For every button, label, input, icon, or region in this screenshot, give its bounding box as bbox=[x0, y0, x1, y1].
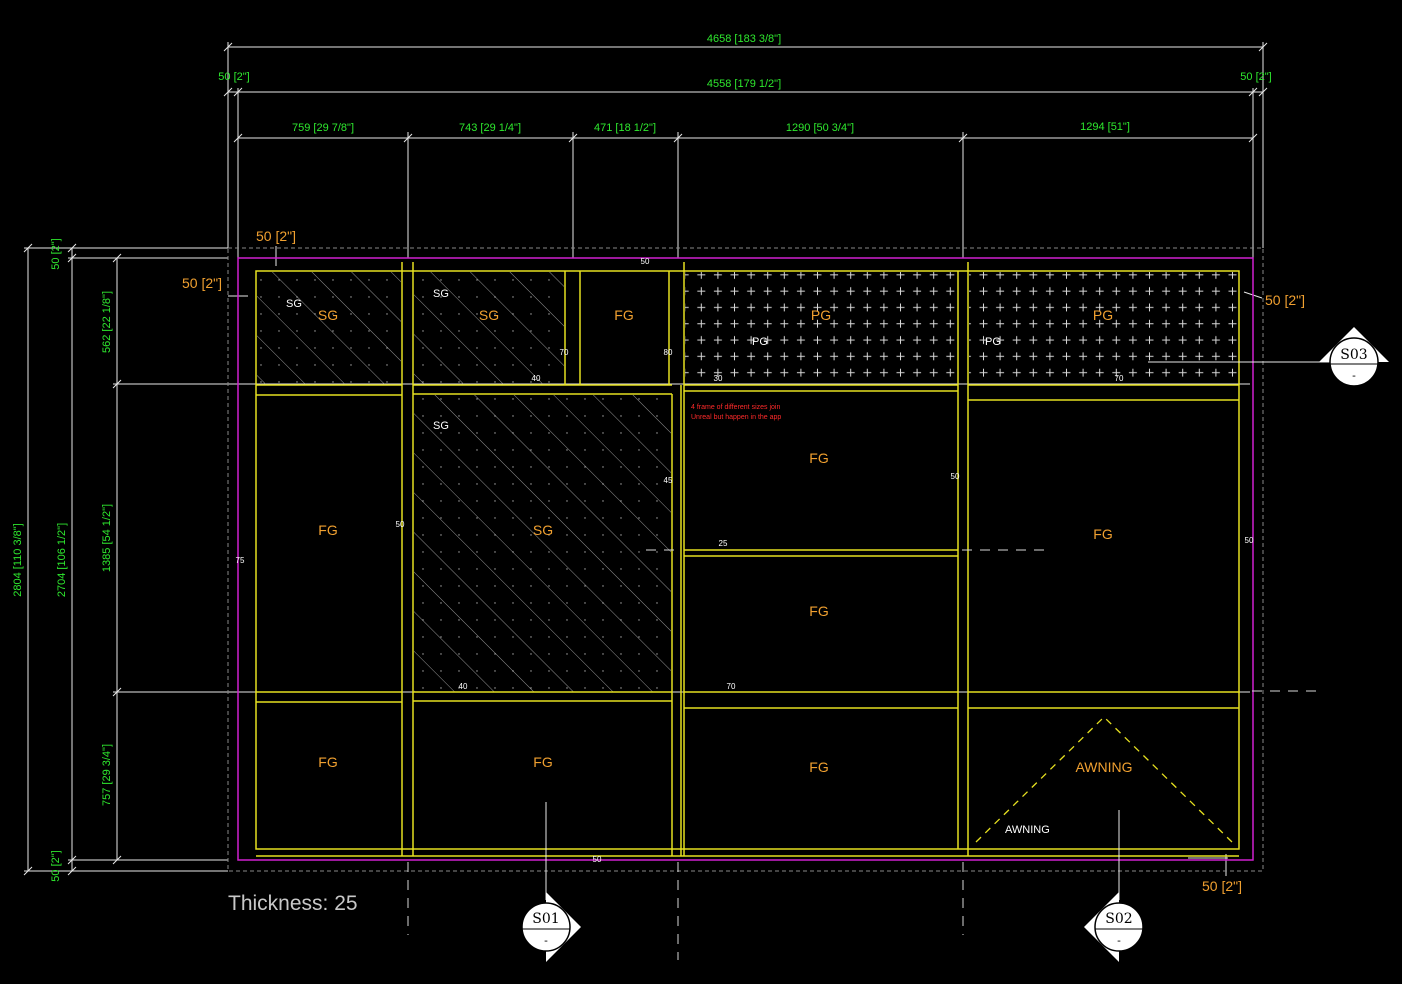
section-tag-s01[interactable]: S01 - bbox=[521, 892, 581, 962]
pane-label-r3c1: FG bbox=[318, 754, 337, 770]
frame-size-bottom: 50 bbox=[593, 855, 602, 864]
frame-size-r2c1-right: 50 bbox=[396, 520, 405, 529]
pane-label-r1c4: PG bbox=[811, 307, 831, 323]
frame-size-left: 75 bbox=[236, 556, 245, 565]
section-tag-s03[interactable]: S03 - bbox=[1319, 327, 1389, 387]
frame-size-r2-bot: 70 bbox=[727, 682, 736, 691]
pane-label-r1c1: SG bbox=[318, 307, 338, 323]
col2-dim: 743 [29 1/4"] bbox=[459, 122, 521, 134]
section-tag-s02[interactable]: S02 - bbox=[1084, 892, 1144, 962]
section-tag-s01-id: S01 bbox=[532, 911, 559, 927]
frame-size-r2c2-right: 45 bbox=[664, 476, 673, 485]
frame-size-right: 50 bbox=[1245, 536, 1254, 545]
frame-size-labels: 50 70 40 80 30 70 45 50 25 40 70 75 50 5… bbox=[236, 257, 1254, 864]
frame-members bbox=[255, 262, 1240, 857]
sub-labels: SG SG PG PG SG AWNING bbox=[286, 288, 1050, 836]
pane-label-r2c2: SG bbox=[533, 522, 553, 538]
outer-dashed-outline bbox=[227, 247, 1264, 872]
section-lines bbox=[407, 361, 1330, 960]
sublabel-r2c2: SG bbox=[433, 420, 449, 432]
col3-dim: 471 [18 1/2"] bbox=[594, 122, 656, 134]
pane-labels: SG SG FG PG PG FG SG FG FG FG FG FG FG A… bbox=[318, 307, 1133, 775]
pane-label-r3c5: AWNING bbox=[1075, 759, 1132, 775]
pane-label-r1c5: PG bbox=[1093, 307, 1113, 323]
frame-size-r1c5-bot: 70 bbox=[1115, 374, 1124, 383]
section-tag-s02-sub: - bbox=[1117, 934, 1121, 947]
frame-size-r2c2-bot: 40 bbox=[459, 682, 468, 691]
section-tag-s01-sub: - bbox=[544, 934, 548, 947]
note-line-1: 4 frame of different sizes join bbox=[691, 404, 780, 411]
inner-height-dim: 2704 [106 1/2"] bbox=[56, 523, 68, 597]
frame-size-r1c2-mid: 70 bbox=[560, 348, 569, 357]
sublabel-r1c2: SG bbox=[433, 288, 449, 300]
frame-size-top: 50 bbox=[641, 257, 650, 266]
col5-dim: 1294 [51"] bbox=[1080, 121, 1130, 133]
right-offset-dim: 50 [2"] bbox=[1240, 71, 1271, 83]
pane-label-r2c4b: FG bbox=[809, 603, 828, 619]
offset-label-right: 50 [2"] bbox=[1265, 292, 1305, 308]
overall-width-dim: 4658 [183 3/8"] bbox=[707, 33, 781, 45]
sublabel-r3c5: AWNING bbox=[1005, 824, 1050, 836]
top-offset-dim: 50 [2"] bbox=[50, 238, 62, 269]
frame-size-r1c4-bot: 30 bbox=[714, 374, 723, 383]
sublabel-r1c4: PG bbox=[752, 336, 768, 348]
note-line-2: Unreal but happen in the app bbox=[691, 414, 781, 421]
offset-label-left: 50 [2"] bbox=[182, 275, 222, 291]
section-tag-s02-id: S02 bbox=[1105, 911, 1132, 927]
pane-label-r1c3: FG bbox=[614, 307, 633, 323]
bottom-offset-dim: 50 [2"] bbox=[50, 850, 62, 881]
thickness-label: Thickness: 25 bbox=[228, 892, 358, 915]
row3-dim: 757 [29 3/4"] bbox=[101, 744, 113, 806]
sublabel-r1c5: PG bbox=[985, 336, 1001, 348]
overall-height-dim: 2804 [110 3/8"] bbox=[12, 523, 24, 596]
row2-dim: 1385 [54 1/2"] bbox=[101, 504, 113, 572]
frame-outline bbox=[237, 257, 1254, 861]
frame-size-r1c2-bot: 40 bbox=[532, 374, 541, 383]
section-tag-s03-id: S03 bbox=[1340, 347, 1367, 363]
pane-label-r1c2: SG bbox=[479, 307, 499, 323]
left-offset-dim: 50 [2"] bbox=[218, 71, 249, 83]
dimension-texts: 4658 [183 3/8"] 4558 [179 1/2"] 50 [2"] … bbox=[12, 33, 1272, 882]
frame-size-r1c3-right: 80 bbox=[664, 348, 673, 357]
offset-label-bottom: 50 [2"] bbox=[1202, 878, 1242, 894]
pane-label-r2c4a: FG bbox=[809, 450, 828, 466]
col1-dim: 759 [29 7/8"] bbox=[292, 122, 354, 134]
frame-size-r2c4-right: 50 bbox=[951, 472, 960, 481]
section-tag-s03-sub: - bbox=[1352, 369, 1356, 382]
inner-width-dim: 4558 [179 1/2"] bbox=[707, 78, 781, 90]
pane-fills bbox=[257, 272, 1239, 692]
pane-label-r2c5: FG bbox=[1093, 526, 1112, 542]
row1-dim: 562 [22 1/8"] bbox=[101, 291, 113, 353]
pane-label-r2c1: FG bbox=[318, 522, 337, 538]
pane-label-r3c4: FG bbox=[809, 759, 828, 775]
frame-size-r2c4-split: 25 bbox=[719, 539, 728, 548]
offset-label-top: 50 [2"] bbox=[256, 228, 296, 244]
sublabel-r1c1: SG bbox=[286, 298, 302, 310]
col4-dim: 1290 [50 3/4"] bbox=[786, 122, 854, 134]
offset-labels: 50 [2"] 50 [2"] 50 [2"] 50 [2"] bbox=[182, 228, 1305, 894]
pane-label-r3c2: FG bbox=[533, 754, 552, 770]
